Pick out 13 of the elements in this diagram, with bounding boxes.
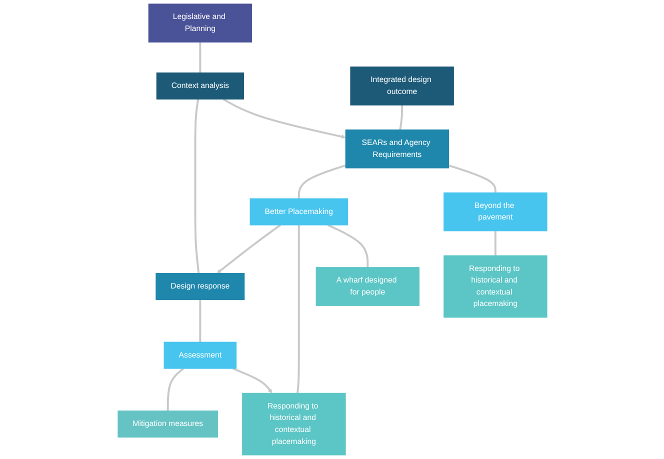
arrow [222, 98, 346, 139]
connector [494, 230, 496, 256]
connector [198, 300, 201, 342]
arrow [232, 368, 272, 394]
arrow [216, 224, 280, 274]
connector [198, 42, 201, 73]
connector [166, 368, 184, 411]
connector [398, 105, 403, 130]
connector [194, 99, 200, 274]
connector [297, 164, 346, 199]
connector [448, 164, 496, 193]
connector [327, 224, 368, 268]
connector [296, 225, 300, 394]
